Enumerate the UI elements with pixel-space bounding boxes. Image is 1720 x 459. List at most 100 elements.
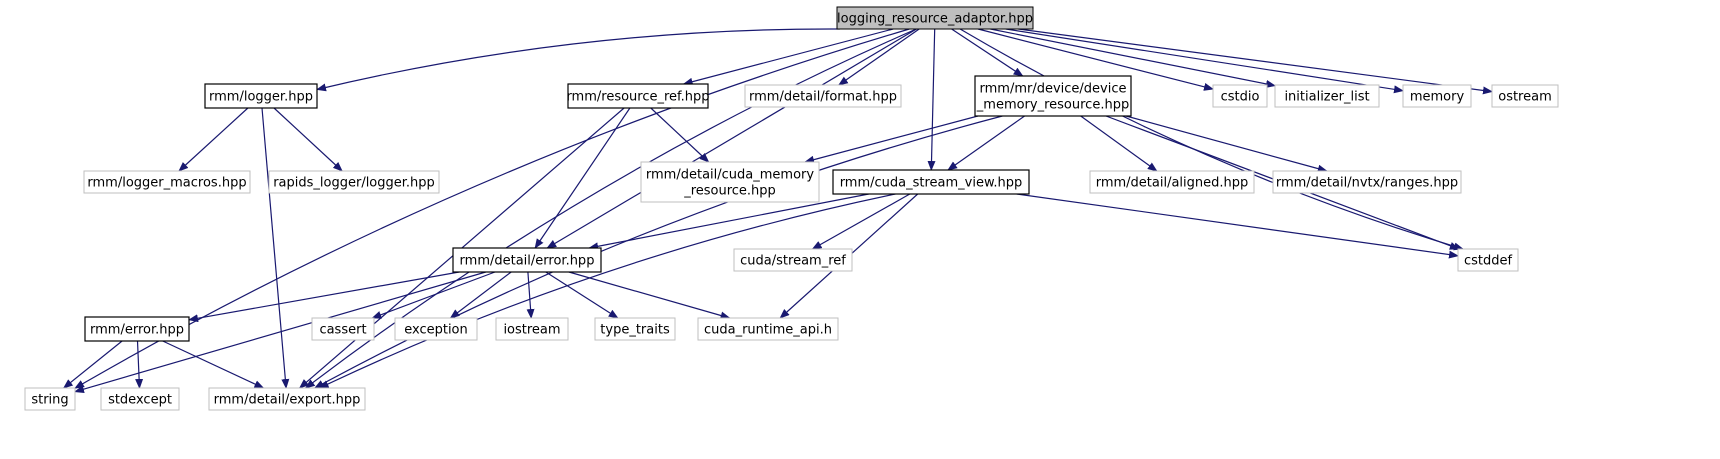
edge-csv-to-export (318, 193, 896, 389)
node-label-dmr: rmm/mr/device/device (980, 82, 1127, 97)
node-dmr[interactable]: rmm/mr/device/device_memory_resource.hpp (974, 75, 1132, 117)
node-label-string: string (31, 393, 68, 408)
node-box-format (744, 84, 902, 108)
node-logger[interactable]: rmm/logger.hpp (204, 83, 318, 109)
node-label-cudaruntime: cuda_runtime_api.h (704, 323, 832, 338)
node-resref[interactable]: rmm/resource_ref.hpp (566, 83, 710, 109)
node-box-typetraits (594, 317, 676, 341)
node-cassert: cassert (311, 317, 375, 341)
edge-csv-to-deterror (588, 193, 869, 251)
node-box-nvtx (1272, 170, 1462, 194)
edge-root-to-cstddef (959, 28, 1464, 251)
node-box-cudaruntime (697, 317, 839, 341)
node-label-iostream: iostream (503, 323, 560, 338)
node-box-exception (394, 317, 478, 341)
node-label-rmmerror: rmm/error.hpp (90, 323, 184, 338)
edge-rmmerror-to-string (62, 340, 123, 389)
node-label-csv: rmm/cuda_stream_view.hpp (840, 176, 1023, 191)
edge-root-to-format (837, 28, 920, 86)
node-box-cstdio (1212, 84, 1268, 108)
node-box-string (24, 387, 76, 411)
node-aligned: rmm/detail/aligned.hpp (1089, 170, 1255, 194)
edge-root-to-deterror (546, 28, 917, 249)
edge-resref-to-deterror (534, 107, 631, 249)
node-label-root: logging_resource_adaptor.hpp (837, 12, 1033, 27)
edge-rmmerror-to-stdexcept (135, 340, 144, 389)
node-label-typetraits: type_traits (600, 323, 670, 338)
node-label-resref: rmm/resource_ref.hpp (566, 90, 709, 105)
node-nvtx: rmm/detail/nvtx/ranges.hpp (1272, 170, 1462, 194)
edge-dmr-to-csv (947, 115, 1025, 171)
node-label-logmacros: rmm/logger_macros.hpp (87, 176, 246, 191)
edge-deterror-to-rmmerror (188, 271, 460, 323)
node-csv[interactable]: rmm/cuda_stream_view.hpp (832, 169, 1030, 195)
edge-dmr-to-aligned (1080, 115, 1158, 172)
node-label-rapidslog: rapids_logger/logger.hpp (273, 176, 435, 191)
node-box-dmr (974, 75, 1132, 117)
node-label-deterror: rmm/detail/error.hpp (460, 254, 595, 269)
node-box-streamref (733, 248, 853, 272)
edge-csv-to-cstddef (1016, 193, 1459, 259)
node-rmmerror[interactable]: rmm/error.hpp (84, 316, 190, 342)
node-cudaruntime: cuda_runtime_api.h (697, 317, 839, 341)
node-label-nvtx: rmm/detail/nvtx/ranges.hpp (1276, 176, 1458, 191)
node-box-cudamr (640, 161, 820, 203)
edge-logger-to-export (261, 107, 290, 389)
node-label-aligned: rmm/detail/aligned.hpp (1096, 176, 1249, 191)
node-box-csv (832, 169, 1030, 195)
edge-root-to-initlist (990, 28, 1276, 88)
node-label-cudamr: rmm/detail/cuda_memory (646, 168, 814, 183)
node-deterror[interactable]: rmm/detail/error.hpp (452, 247, 602, 273)
node-streamref: cuda/stream_ref (733, 248, 853, 272)
node-box-export (208, 387, 366, 411)
node-label-cstdio: cstdio (1221, 90, 1260, 105)
edge-root-to-string (74, 28, 910, 389)
node-box-logmacros (83, 170, 251, 194)
node-label-dmr: _memory_resource.hpp (976, 98, 1129, 113)
node-root[interactable]: logging_resource_adaptor.hpp (836, 6, 1034, 30)
node-string: string (24, 387, 76, 411)
edge-root-to-export (304, 28, 917, 389)
node-label-initlist: initializer_list (1284, 90, 1369, 105)
edge-root-to-cstdio (977, 28, 1214, 91)
edge-root-to-csv (927, 28, 936, 171)
node-box-deterror (452, 247, 602, 273)
node-iostream: iostream (495, 317, 569, 341)
edge-root-to-memory (1005, 28, 1404, 94)
node-box-cassert (311, 317, 375, 341)
node-box-cstddef (1457, 248, 1519, 272)
edge-resref-to-cudamr (650, 107, 710, 163)
edge-deterror-to-string (74, 271, 486, 394)
nodes-layer: logging_resource_adaptor.hpp rmm/logger.h… (24, 6, 1559, 411)
node-label-cstddef: cstddef (1464, 254, 1513, 269)
edges-layer (62, 28, 1493, 394)
edge-root-to-ostream (1018, 28, 1493, 95)
node-box-stdexcept (100, 387, 180, 411)
node-box-root (836, 6, 1034, 30)
node-label-export: rmm/detail/export.hpp (214, 393, 361, 408)
node-label-exception: exception (404, 323, 468, 338)
node-format: rmm/detail/format.hpp (744, 84, 902, 108)
node-ostream: ostream (1491, 84, 1559, 108)
node-box-logger (204, 83, 318, 109)
node-label-format: rmm/detail/format.hpp (749, 90, 897, 105)
node-cstddef: cstddef (1457, 248, 1519, 272)
node-rapidslog: rapids_logger/logger.hpp (268, 170, 440, 194)
node-export: rmm/detail/export.hpp (208, 387, 366, 411)
edge-root-to-dmr (951, 28, 1024, 77)
node-label-stdexcept: stdexcept (108, 393, 172, 408)
node-box-ostream (1491, 84, 1559, 108)
edge-root-to-logger (316, 28, 840, 92)
node-memory: memory (1402, 84, 1472, 108)
edge-deterror-to-exception (449, 271, 512, 319)
node-label-cudamr: _resource.hpp (683, 184, 776, 199)
edge-dmr-to-nvtx (1125, 115, 1328, 173)
node-stdexcept: stdexcept (100, 387, 180, 411)
edge-csv-to-streamref (811, 193, 911, 250)
node-label-ostream: ostream (1498, 90, 1552, 105)
node-box-rapidslog (268, 170, 440, 194)
edge-dmr-to-cudamr (804, 115, 979, 164)
node-box-memory (1402, 84, 1472, 108)
node-box-aligned (1089, 170, 1255, 194)
